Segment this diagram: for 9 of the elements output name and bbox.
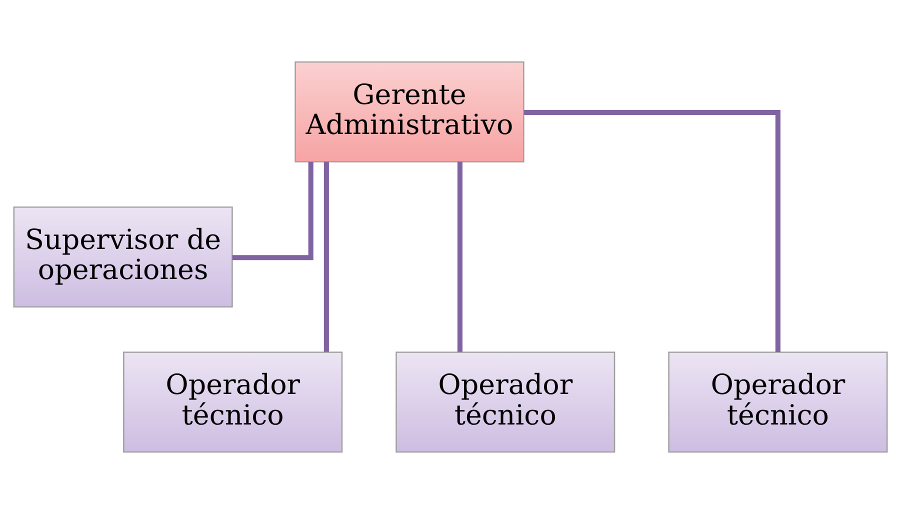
node-box: Gerente Administrativo [294,60,524,162]
node-box: Operador técnico [396,351,616,452]
connector [524,110,780,352]
connector [457,161,462,352]
connector [324,161,329,352]
connector [232,162,314,260]
node-box: Operador técnico [668,351,888,452]
node-box: Operador técnico [123,351,343,452]
node-box: Supervisor de operaciones [13,206,233,307]
